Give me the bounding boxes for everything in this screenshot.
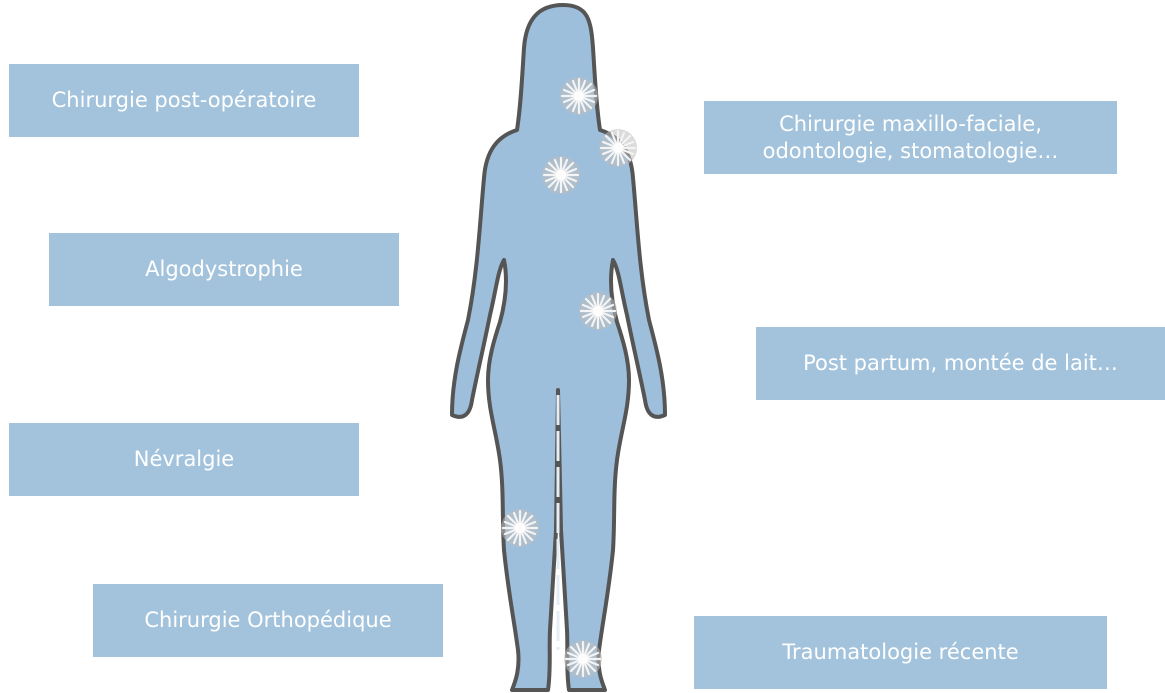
label-traumatology: Traumatologie récente [694, 616, 1107, 689]
snowflake-icon [560, 77, 598, 115]
label-post-operative: Chirurgie post-opératoire [9, 64, 359, 137]
snowflake-icon [564, 640, 602, 678]
snowflake-icon [579, 292, 617, 330]
snowflake-icon [501, 509, 539, 547]
snowflake-icon [599, 129, 637, 167]
label-post-operative-text: Chirurgie post-opératoire [52, 87, 317, 113]
label-traumatology-text: Traumatologie récente [782, 639, 1018, 665]
label-maxillofacial-text: Chirurgie maxillo-faciale, odontologie, … [763, 111, 1059, 164]
label-postpartum: Post partum, montée de lait… [756, 327, 1165, 400]
label-maxillofacial: Chirurgie maxillo-faciale, odontologie, … [704, 101, 1117, 174]
label-orthopedic-text: Chirurgie Orthopédique [144, 607, 391, 633]
label-neuralgia-text: Névralgie [134, 446, 234, 472]
human-body-figure [430, 0, 690, 693]
label-algodystrophy-text: Algodystrophie [145, 256, 303, 282]
snowflake-icon [542, 156, 580, 194]
label-neuralgia: Névralgie [9, 423, 359, 496]
label-postpartum-text: Post partum, montée de lait… [803, 350, 1118, 376]
label-algodystrophy: Algodystrophie [49, 233, 399, 306]
label-orthopedic: Chirurgie Orthopédique [93, 584, 443, 657]
